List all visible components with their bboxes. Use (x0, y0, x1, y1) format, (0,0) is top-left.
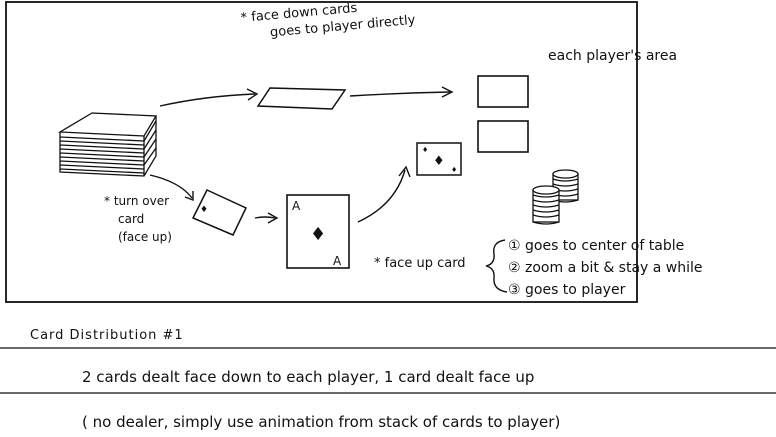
arrow-head (398, 165, 411, 178)
turn-over-note-line: card (118, 212, 145, 226)
brace (485, 239, 508, 293)
ace-pip-center: ♦ (310, 224, 326, 245)
step-item: ③ goes to player (508, 282, 626, 298)
arrow-head (184, 191, 194, 202)
arrow-ace-to-center (357, 169, 406, 223)
card-pip: ♦ (200, 205, 208, 215)
ace-rank-bottom: A (333, 254, 342, 268)
ace-card (286, 194, 350, 269)
arrow-deck-to-turnover (149, 174, 193, 199)
ace-rank-top: A (292, 199, 301, 213)
section-title: Card Distribution #1 (30, 328, 184, 343)
player-area-label: each player's area (548, 48, 678, 64)
diagram-frame (5, 1, 638, 303)
center-card-corner-pip: ♦ (422, 146, 428, 154)
arrow-head (267, 212, 279, 224)
arrow-facedown-to-area (349, 91, 451, 97)
center-card-pip: ♦ (433, 154, 445, 169)
arrow-deck-to-facedown (159, 93, 256, 107)
face-up-card-label: * face up card (374, 256, 466, 271)
turn-over-note-line: * turn over (104, 194, 170, 208)
arrow-turnover-to-ace (254, 216, 276, 219)
turn-over-note: * turn over card (face up) (104, 192, 172, 246)
description-line: ( no dealer, simply use animation from s… (82, 413, 561, 431)
step-item: ① goes to center of table (508, 238, 685, 254)
center-card-corner-pip: ♦ (451, 166, 457, 174)
arrow-head (246, 88, 259, 101)
player-area-box (477, 120, 529, 153)
center-card (416, 142, 462, 176)
face-up-steps: ① goes to center of table ② zoom a bit &… (508, 235, 703, 301)
step-item: ② zoom a bit & stay a while (508, 260, 703, 276)
arrow-head (441, 86, 454, 98)
player-area-box (477, 75, 529, 108)
face-down-card (256, 87, 347, 110)
description-line: 2 cards dealt face down to each player, … (82, 368, 535, 386)
card-deck-stack (57, 112, 158, 177)
turn-over-note-line: (face up) (118, 230, 172, 244)
turned-over-card (191, 189, 248, 236)
chip-stack-icon (532, 169, 579, 225)
